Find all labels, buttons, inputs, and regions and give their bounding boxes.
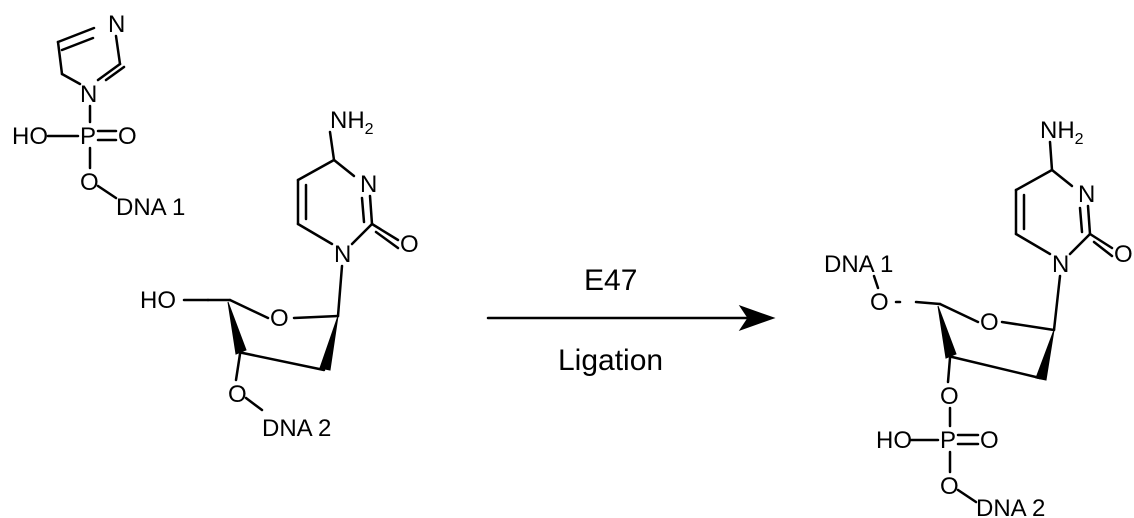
atom-phosphorus-P: P — [80, 123, 96, 150]
bond — [914, 300, 942, 306]
bond — [360, 196, 366, 224]
atom-ester-O: O — [228, 381, 247, 408]
atom-ester-O: O — [80, 169, 99, 196]
strand-label-dna2: DNA 2 — [262, 415, 331, 442]
bond — [956, 488, 978, 504]
atom-amine-NH2: NH2 — [330, 107, 374, 138]
bond — [234, 352, 242, 382]
atom-N3: N — [1078, 181, 1095, 208]
atom-imidazole-N: N — [108, 11, 125, 38]
wedge-bond — [1035, 329, 1055, 381]
bond — [292, 314, 340, 320]
atom-hydroxyl-HO: HO — [140, 287, 176, 314]
phosphorimidazolide-reagent: N N HO P O O DNA 1 — [12, 11, 185, 221]
strand-label-dna2: DNA 2 — [976, 495, 1045, 518]
bold-bond — [946, 354, 1042, 380]
bond — [1088, 232, 1114, 250]
bond — [296, 158, 336, 182]
bond — [332, 158, 356, 178]
bond — [96, 184, 118, 200]
atom-phosphorus-P: P — [940, 427, 956, 454]
reaction-arrow: E47 Ligation — [486, 264, 776, 377]
bond — [946, 356, 952, 384]
bold-bond — [236, 350, 326, 372]
arrow-head — [738, 305, 776, 331]
bond — [350, 222, 374, 246]
atom-ring-O: O — [980, 309, 999, 336]
enzyme-label: E47 — [584, 264, 637, 297]
atom-ring-O: O — [270, 305, 289, 332]
wedge-bond — [319, 315, 339, 371]
atom-hydroxyl-HO: HO — [12, 123, 48, 150]
bond — [1050, 168, 1074, 188]
bond — [1086, 204, 1092, 236]
bond — [114, 34, 122, 66]
atom-oxo-O: O — [118, 123, 137, 150]
atom-carbonyl-O: O — [400, 231, 419, 258]
wedge-bond — [937, 305, 957, 359]
atom-carbonyl-O: O — [1114, 241, 1133, 268]
bond — [370, 222, 400, 242]
atom-hydroxyl-HO: HO — [876, 427, 912, 454]
bond — [328, 130, 336, 162]
bond — [336, 264, 344, 318]
bond — [374, 230, 400, 250]
bond — [104, 65, 126, 82]
bond — [96, 62, 122, 82]
bond — [1052, 274, 1062, 332]
atom-ester-O: O — [940, 473, 959, 500]
bond — [1068, 232, 1092, 256]
atom-oxo-O: O — [980, 427, 999, 454]
bond — [1078, 206, 1084, 234]
bond — [1014, 232, 1052, 256]
bond — [296, 222, 334, 246]
bond — [368, 194, 374, 226]
bond — [938, 302, 980, 324]
bond — [1014, 168, 1054, 192]
bond — [60, 72, 82, 86]
bond — [60, 36, 95, 52]
bond — [56, 40, 64, 76]
bond — [1048, 140, 1054, 172]
bond — [1000, 320, 1056, 332]
atom-N1: N — [1052, 251, 1069, 278]
process-label: Ligation — [558, 344, 663, 377]
strand-label-dna1: DNA 1 — [116, 194, 185, 221]
atom-N3: N — [360, 171, 377, 198]
atom-O5: O — [870, 289, 889, 316]
atom-amine-NH2: NH2 — [1040, 117, 1084, 148]
atom-O3: O — [940, 383, 959, 410]
nucleoside-reagent: NH2 N N O O HO O DNA 2 — [140, 107, 419, 442]
bond — [244, 396, 264, 412]
bond — [56, 26, 96, 44]
wedge-bond — [227, 301, 247, 355]
ligated-product: NH2 N N O O O DNA 1 O HO P — [824, 117, 1133, 518]
bond — [1092, 240, 1114, 258]
atom-N1: N — [334, 241, 351, 268]
bond — [872, 274, 880, 290]
bond — [228, 298, 270, 320]
strand-label-dna1: DNA 1 — [824, 251, 893, 278]
atom-ring-N: N — [80, 81, 97, 108]
